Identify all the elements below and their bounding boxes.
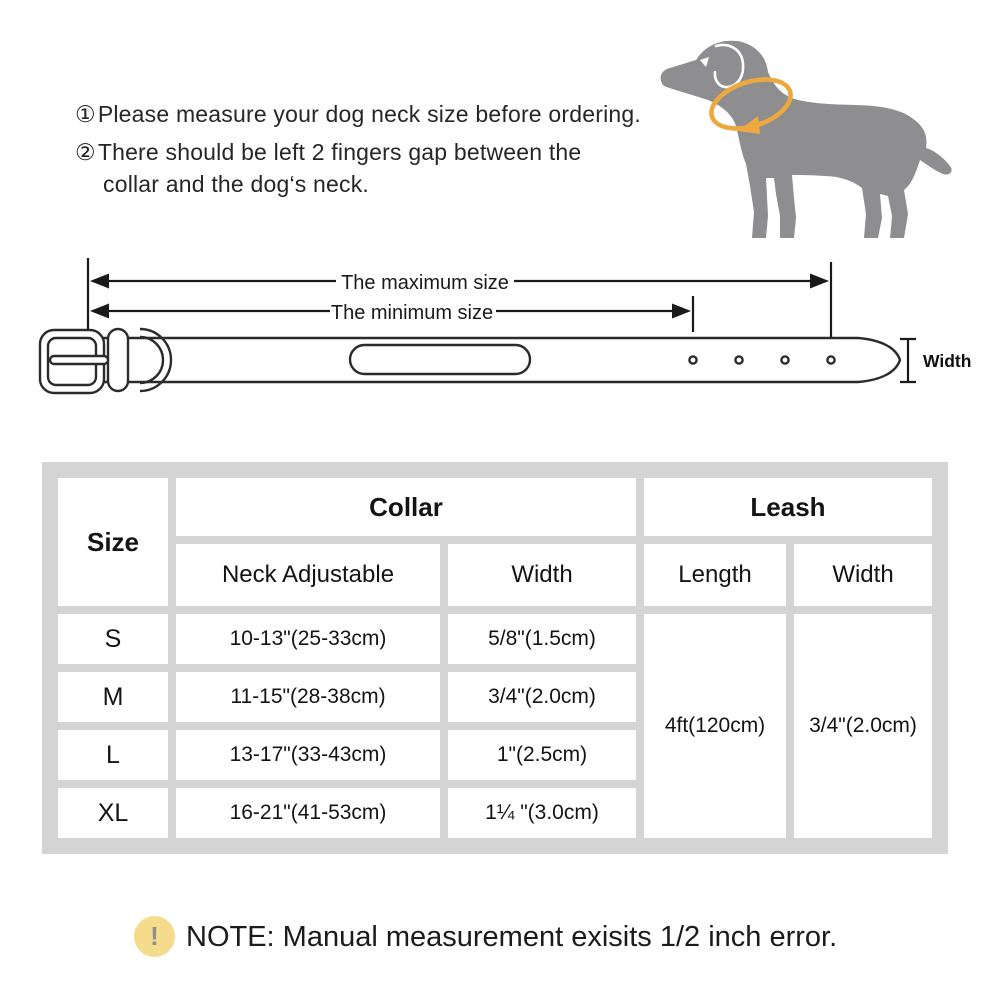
cell-leash-length: 4ft(120cm) [644,614,786,838]
collar-hole-4 [826,355,836,365]
instruction-text-1: Please measure your dog neck size before… [97,101,641,127]
cell-width-l: 1"(2.5cm) [448,730,636,780]
dog-eye [700,57,709,67]
min-size-label: The minimum size [331,302,493,324]
table-row-l: L 13-17"(33-43cm) 1"(2.5cm) [58,730,932,780]
instruction-text-2: There should be left 2 fingers gap betwe… [97,139,582,165]
cell-neck-s: 10-13"(25-33cm) [176,614,440,664]
neck-ring-arrowhead [738,116,760,134]
circled-number-1: ① [75,101,96,127]
circled-number-2: ② [75,139,96,165]
cell-neck-l: 13-17"(33-43cm) [176,730,440,780]
cell-size-l: L [58,730,168,780]
min-arrow-head-right [672,303,691,319]
table-header-row-sub: Neck Adjustable Width Length Width [58,544,932,606]
cell-leash-width: 3/4"(2.0cm) [794,614,932,838]
exclamation-icon: ! [134,916,175,957]
max-label-bg [336,268,514,294]
instruction-line-3: collar and the dog‘s neck. [103,171,369,198]
max-arrow-head-left [90,273,109,289]
width-bracket [900,337,916,384]
collar-d-ring-outer [139,327,173,393]
collar-diagram-svg: The maximum size The minimum size [38,258,971,395]
max-arrow-head-right [810,273,829,289]
cell-size-m: M [58,672,168,722]
table-row-xl: XL 16-21"(41-53cm) 1¼ "(3.0cm) [58,788,932,838]
collar-d-ring-inner [139,335,165,385]
collar-keeper [106,327,130,393]
header-size: Size [58,478,168,606]
width-label: Width [923,351,971,371]
dog-silhouette-svg [660,40,952,238]
dog-ear-outline [713,43,745,89]
collar-hole-3 [780,355,790,365]
cell-size-s: S [58,614,168,664]
header-neck-adjustable: Neck Adjustable [176,544,440,606]
collar-slot [348,343,532,376]
dog-body-shape [660,40,952,238]
dog-illustration [648,18,980,250]
min-arrow-head-left [90,303,109,319]
table-row-m: M 11-15"(28-38cm) 3/4"(2.0cm) [58,672,932,722]
header-collar: Collar [176,478,636,536]
instruction-text-3: collar and the dog‘s neck. [103,171,370,197]
note-text: NOTE: Manual measurement exisits 1/2 inc… [186,921,838,953]
collar-diagram: The maximum size The minimum size [0,248,1000,418]
max-size-label: The maximum size [341,272,509,294]
header-collar-width: Width [448,544,636,606]
instruction-line-2: ②There should be left 2 fingers gap betw… [75,139,581,166]
header-leash: Leash [644,478,932,536]
cell-width-xl: 1¼ "(3.0cm) [448,788,636,838]
table-row-s: S 10-13"(25-33cm) 5/8"(1.5cm) 4ft(120cm)… [58,614,932,838]
size-table-container: Size Collar Leash Neck Adjustable Width … [42,462,948,854]
cell-width-s: 5/8"(1.5cm) [448,614,636,664]
table-header-row-groups: Size Collar Leash [58,478,932,606]
collar-hole-2 [734,355,744,365]
buckle-pin [48,354,110,366]
instruction-line-1: ①Please measure your dog neck size befor… [75,101,641,128]
cell-neck-xl: 16-21"(41-53cm) [176,788,440,838]
cell-width-m: 3/4"(2.0cm) [448,672,636,722]
header-leash-width: Width [794,544,932,606]
cell-neck-m: 11-15"(28-38cm) [176,672,440,722]
size-table: Size Collar Leash Neck Adjustable Width … [50,470,940,846]
cell-size-xl: XL [58,788,168,838]
header-leash-length: Length [644,544,786,606]
collar-hole-1 [688,355,698,365]
min-label-bg [330,298,496,324]
